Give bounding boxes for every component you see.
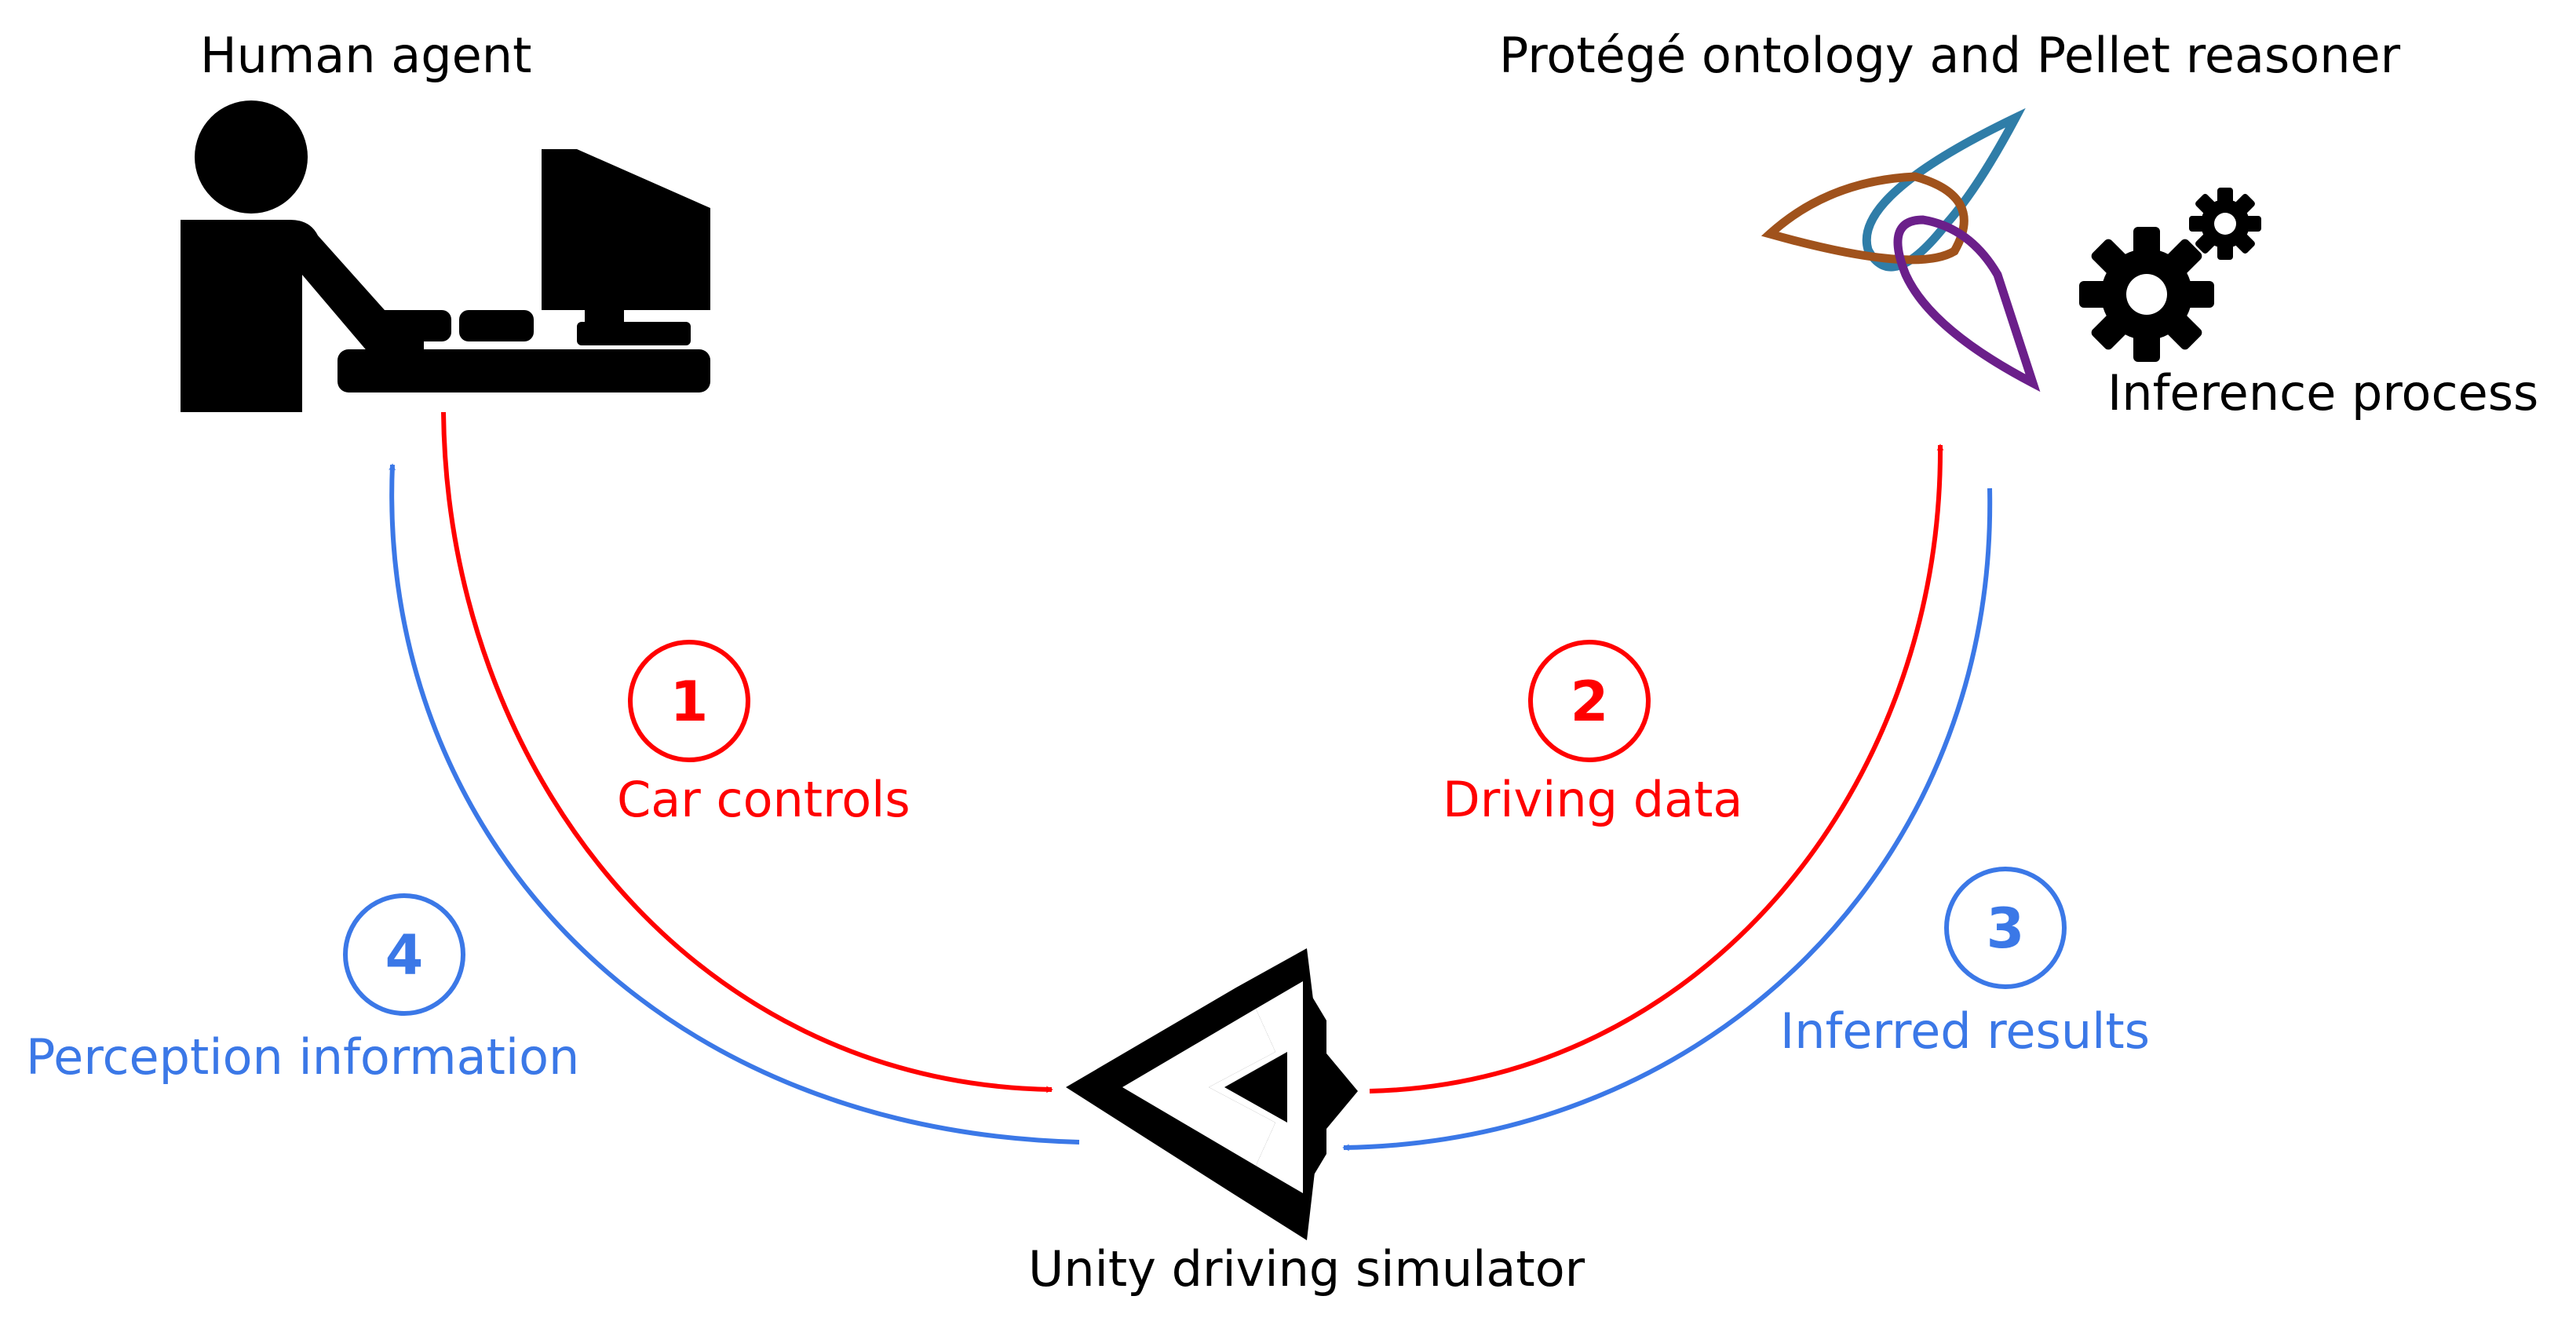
driving-data-label: Driving data — [1443, 771, 1742, 828]
step-3-badge: 3 — [1944, 867, 2067, 989]
perception-information-arrow — [389, 463, 1080, 1145]
step-3-number: 3 — [1987, 896, 2025, 961]
gears-icon — [2079, 188, 2261, 362]
protege-logo-icon — [1761, 108, 2041, 392]
perception-information-label: Perception information — [26, 1028, 579, 1086]
car-controls-arrow — [441, 411, 1053, 1093]
step-1-badge: 1 — [628, 640, 750, 762]
unity-logo-icon — [1066, 948, 1358, 1240]
step-2-number: 2 — [1571, 670, 1609, 734]
computer-user-icon — [181, 100, 710, 412]
step-4-badge: 4 — [343, 893, 465, 1016]
driving-data-arrow — [1369, 444, 1944, 1093]
unity-simulator-label: Unity driving simulator — [1028, 1240, 1585, 1298]
step-1-number: 1 — [670, 670, 709, 734]
human-agent-label: Human agent — [200, 27, 531, 84]
step-2-badge: 2 — [1528, 640, 1651, 762]
inferred-results-label: Inferred results — [1780, 1002, 2150, 1060]
ontology-label: Protégé ontology and Pellet reasoner — [1499, 27, 2401, 84]
inferred-results-arrow — [1342, 487, 1993, 1152]
step-4-number: 4 — [385, 923, 424, 988]
car-controls-label: Car controls — [617, 771, 910, 828]
inference-process-label: Inference process — [2107, 364, 2538, 422]
